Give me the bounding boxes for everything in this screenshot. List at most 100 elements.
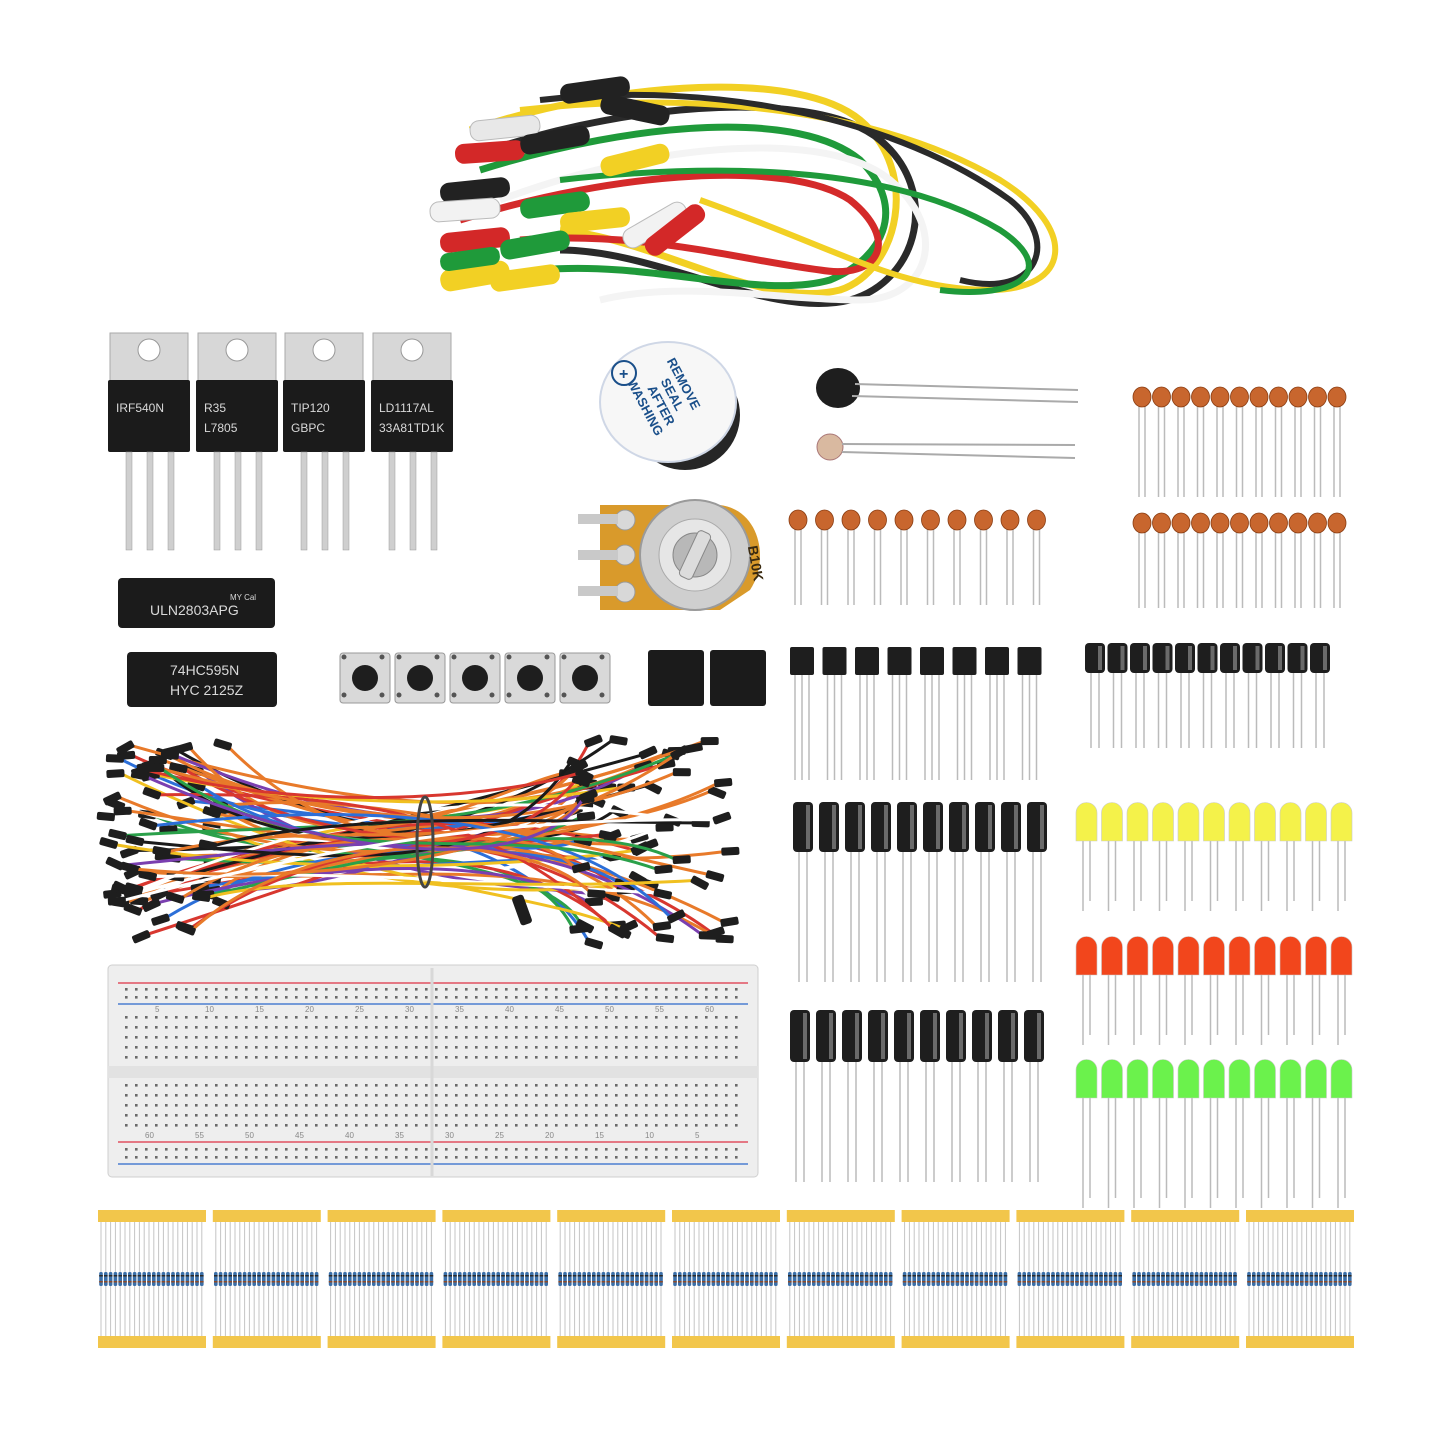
electrolytic-capacitor: [975, 802, 995, 982]
breadboard-top-number: 55: [655, 1005, 664, 1014]
ceramic-capacitor: [1327, 386, 1347, 497]
ic-uln2803-label: ULN2803APG: [150, 602, 239, 618]
potentiometer-label: B10K: [745, 544, 767, 582]
electrolytic-capacitor: [923, 802, 943, 982]
led: [1254, 936, 1276, 1045]
regulator-3-label: TIP120: [291, 401, 330, 415]
breadboard-top-number: 5: [155, 1005, 160, 1014]
breadboard-top-number: 50: [605, 1005, 614, 1014]
electrolytic-capacitors-mid-bottom: [790, 1010, 1044, 1182]
led: [1228, 1059, 1251, 1208]
tactile-button: [394, 652, 446, 704]
breadboard-top-number: 35: [455, 1005, 464, 1014]
breadboard-bottom-number: 45: [295, 1131, 304, 1140]
buzzer: + REMOVE SEAL AFTER WASHING: [599, 341, 740, 470]
transistor: [985, 647, 1009, 780]
resistor-strip: [442, 1210, 551, 1348]
led: [1279, 802, 1302, 911]
regulator-3-sublabel: GBPC: [291, 421, 325, 435]
electrolytic-capacitor: [897, 802, 917, 982]
led: [1075, 936, 1098, 1045]
ceramic-capacitor: [841, 509, 861, 605]
photoresistor: [816, 433, 1076, 461]
ceramic-capacitor: [1171, 512, 1191, 608]
leds-yellow: [1075, 802, 1353, 911]
ceramic-capacitor: [868, 509, 887, 605]
led: [1330, 936, 1353, 1045]
ceramic-capacitor: [1171, 386, 1191, 497]
ceramic-capacitor: [974, 509, 993, 605]
led: [1152, 936, 1174, 1045]
led: [1203, 936, 1225, 1045]
leds-green: [1075, 1059, 1353, 1208]
breadboard-top-number: 15: [255, 1005, 264, 1014]
breadboard-bottom-number: 55: [195, 1131, 204, 1140]
ic-74hc595: 74HC595N HYC 2125Z: [127, 652, 277, 707]
led: [1126, 936, 1149, 1045]
ceramic-capacitor: [1288, 386, 1308, 497]
ceramic-capacitor: [1132, 386, 1152, 497]
regulator-2-sublabel: L7805: [204, 421, 238, 435]
electrolytic-capacitor: [1197, 643, 1218, 748]
led: [1279, 936, 1302, 1045]
ceramic-capacitor: [1210, 386, 1230, 497]
tactile-button: [559, 652, 611, 704]
breadboard-bottom-number: 40: [345, 1131, 354, 1140]
electrolytic-capacitor: [1310, 643, 1330, 748]
ceramic-capacitor: [921, 509, 940, 605]
breadboard-top-number: 60: [705, 1005, 714, 1014]
regulator-1: IRF540N: [108, 332, 190, 551]
ceramic-capacitor: [1191, 386, 1210, 497]
transistor: [1017, 647, 1042, 780]
electrolytic-capacitor: [1024, 1010, 1044, 1182]
ceramic-capacitor: [894, 509, 914, 605]
resistor-strip: [901, 1210, 1010, 1348]
ceramic-capacitors-top-right: [1132, 386, 1347, 497]
tactile-button: [504, 652, 556, 704]
resistor-strip: [1016, 1210, 1125, 1348]
ceramic-capacitor: [947, 509, 967, 605]
ceramic-capacitor: [1230, 512, 1249, 608]
ceramic-capacitor: [1269, 386, 1288, 497]
ceramic-capacitor: [1152, 512, 1171, 608]
breadboard-bottom-number: 5: [695, 1131, 700, 1140]
electrolytic-capacitors-right: [1085, 643, 1330, 748]
electrolytic-capacitor: [1242, 643, 1263, 748]
led: [1254, 1059, 1276, 1208]
led: [1330, 802, 1353, 911]
transistor: [822, 647, 847, 780]
electrolytic-capacitor: [1265, 643, 1285, 748]
led: [1075, 802, 1098, 911]
breadboard-top-number: 20: [305, 1005, 314, 1014]
electrolytic-capacitor: [972, 1010, 992, 1182]
alligator-clip-leads: [429, 76, 1058, 308]
breadboard-top-number: 45: [555, 1005, 564, 1014]
breadboard-bottom-number: 10: [645, 1131, 654, 1140]
led: [1254, 802, 1276, 911]
potentiometer: B10K: [578, 499, 767, 611]
transistor: [855, 647, 879, 780]
led: [1305, 802, 1327, 911]
electrolytic-capacitor: [793, 802, 813, 982]
ceramic-capacitor: [1210, 512, 1230, 608]
led: [1228, 936, 1251, 1045]
ceramic-capacitor: [1000, 509, 1020, 605]
breadboard-bottom-number: 20: [545, 1131, 554, 1140]
breadboard-top-number: 25: [355, 1005, 364, 1014]
electrolytic-capacitor: [871, 802, 891, 982]
regulator-2-label: R35: [204, 401, 226, 415]
transistor: [920, 647, 944, 780]
resistor-strip: [1131, 1210, 1240, 1348]
led: [1279, 1059, 1302, 1208]
led: [1177, 1059, 1200, 1208]
electrolytic-capacitor: [1287, 643, 1308, 748]
led: [1101, 802, 1123, 911]
ceramic-capacitor: [1327, 512, 1347, 608]
ceramic-capacitor: [1191, 512, 1210, 608]
led: [1330, 1059, 1353, 1208]
resistor-strip: [212, 1210, 321, 1348]
ic-uln2803: ULN2803APG MY Cal: [118, 578, 275, 628]
resistor-strip: [1246, 1210, 1354, 1348]
resistor-strip: [786, 1210, 895, 1348]
